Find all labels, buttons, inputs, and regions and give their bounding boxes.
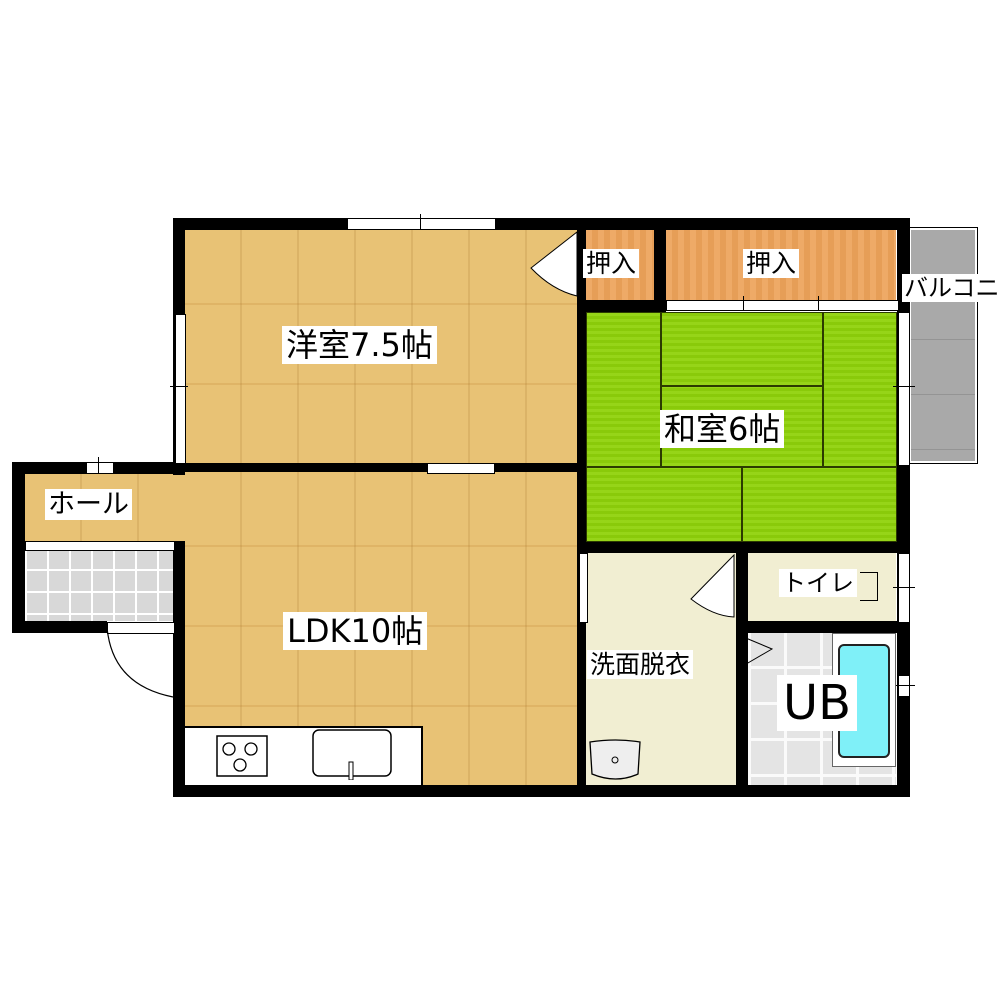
sliding-door-ldk-japanese[interactable] [579,553,588,623]
window-western-top [347,218,496,230]
window-bathroom [898,675,910,697]
wall-closet-divider [654,218,666,312]
tatami-mat [742,467,897,542]
bathroom-label: UB [777,675,858,731]
hall-label: ホール [45,489,132,520]
ldk-label: LDK10帖 [283,612,428,650]
wall-wash-wc [736,553,748,797]
window-western-left [175,314,186,464]
window-mullion [893,587,915,588]
tatami-mat [823,312,897,467]
stove-icon [216,735,268,777]
balcony-floor [908,227,978,464]
wall-closet-tatami [577,300,666,312]
sliding-door-closet-large[interactable] [666,300,899,311]
closet-large-label: 押入 [743,249,800,278]
window-japanese-balcony [898,312,910,466]
window-mullion [98,457,99,473]
wall-bottom [173,785,910,797]
door-mark [818,296,819,310]
wall-genkan-bottom [12,621,107,633]
window-mullion [170,386,188,387]
window-mullion [420,214,421,230]
wall-western-ldk [173,463,585,472]
toilet-fixture [860,572,878,601]
window-toilet [898,553,910,623]
door-swing-closet-small[interactable] [527,230,582,300]
toilet-label: トイレ [779,569,857,597]
entrance-genkan-floor [25,549,173,621]
closet-large-floor [666,230,896,300]
window-hall-top [86,462,114,474]
wall-ldk-left [173,541,185,795]
tatami-mat [661,312,823,386]
tatami-mat [586,312,661,467]
balcony-label: バルコニ [902,274,1000,302]
wall-center-vertical [577,218,586,797]
wall-tatami-bottom [577,542,910,553]
washbasin-icon [589,739,641,780]
japanese-room-label: 和室6帖 [660,410,785,448]
door-swing-entrance[interactable] [100,625,180,700]
wall-wc-bath [736,621,910,633]
window-mullion [893,685,915,686]
closet-small-label: 押入 [583,249,640,278]
wall-top-west [173,218,910,230]
sink-icon [312,729,392,780]
door-swing-bathroom[interactable] [740,633,780,693]
door-mark [743,296,744,310]
genkan-step [25,541,175,551]
door-swing-toilet[interactable] [688,553,738,623]
western-room-label: 洋室7.5帖 [282,326,437,364]
window-mullion [893,386,915,387]
washroom-label: 洗面脱衣 [587,650,694,679]
wall-hall-left [12,462,25,633]
tatami-mat [586,467,742,542]
sliding-door-western-ldk[interactable] [427,463,495,474]
